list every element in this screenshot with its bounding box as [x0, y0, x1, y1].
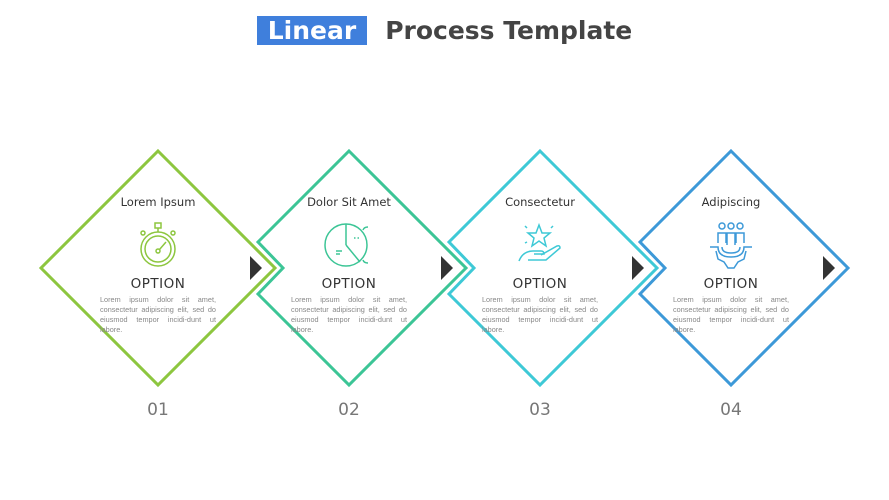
step-heading: Adipiscing: [701, 195, 761, 209]
arrow-right-icon: [632, 256, 644, 280]
step-number: 03: [529, 400, 551, 420]
step-description: Lorem ipsum dolor sit amet, consectetur …: [482, 295, 598, 334]
diamond-frame-4: [637, 148, 851, 388]
arrow-right-icon: [250, 256, 262, 280]
team-gear-icon: [656, 221, 806, 271]
step-4: Adipiscing OPTION Lorem ipsum dolor sit …: [656, 195, 806, 335]
step-3: Consectetur OPTION Lorem ipsum dolor sit…: [465, 195, 615, 335]
title-highlight: Linear: [256, 16, 368, 45]
step-option-label: OPTION: [512, 276, 568, 292]
step-option-label: OPTION: [130, 276, 186, 292]
step-description: Lorem ipsum dolor sit amet, consectetur …: [673, 295, 789, 334]
step-2: Dolor Sit Amet OPTION Lorem ipsum dolor …: [274, 195, 424, 335]
step-heading: Dolor Sit Amet: [307, 195, 391, 209]
pie-chart-icon: [274, 221, 424, 271]
diamond-frame-3: [446, 148, 660, 388]
diamond-frame-1: [38, 148, 278, 388]
step-heading: Consectetur: [505, 195, 575, 209]
step-number: 02: [338, 400, 360, 420]
diamond-frame-2: [255, 148, 469, 388]
step-number: 01: [147, 400, 169, 420]
step-number: 04: [720, 400, 742, 420]
arrow-right-icon: [823, 256, 835, 280]
star-in-hand-icon: [465, 221, 615, 271]
step-option-label: OPTION: [321, 276, 377, 292]
arrow-right-icon: [441, 256, 453, 280]
stopwatch-icon: [83, 221, 233, 271]
step-1: Lorem Ipsum OPTION Lorem ipsum dolor sit…: [83, 195, 233, 335]
title-rest: Process Template: [385, 16, 633, 45]
step-heading: Lorem Ipsum: [120, 195, 196, 209]
step-option-label: OPTION: [703, 276, 759, 292]
page-title: Linear Process Template: [0, 16, 889, 45]
step-description: Lorem ipsum dolor sit amet, consectetur …: [291, 295, 407, 334]
step-description: Lorem ipsum dolor sit amet, consectetur …: [100, 295, 216, 334]
